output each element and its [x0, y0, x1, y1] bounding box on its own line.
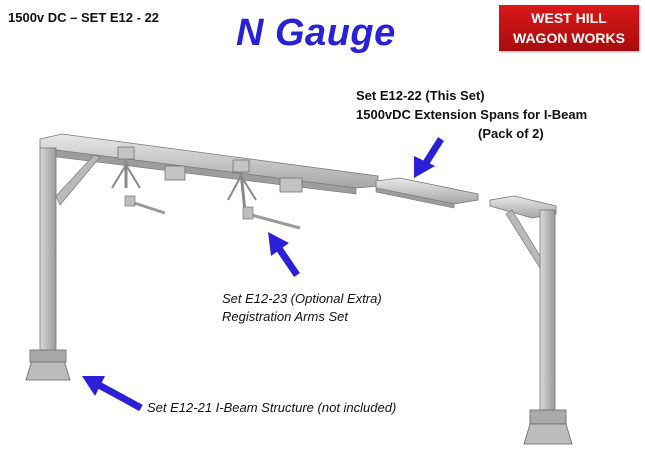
logo-line-1: WEST HILL [531, 10, 607, 26]
registration-arm-2 [227, 159, 303, 230]
brand-logo: WEST HILL WAGON WORKS [499, 5, 639, 51]
this-set-line-2: 1500vDC Extension Spans for I-Beam [356, 107, 588, 122]
this-set-label: Set E12-22 (This Set) 1500vDC Extension … [356, 86, 587, 143]
extension-span [375, 177, 479, 209]
arrow-to-extension [414, 137, 444, 178]
registration-arm-1 [111, 146, 186, 215]
arrow-to-registration-arm [268, 232, 300, 277]
right-structure [489, 195, 573, 445]
left-structure [25, 133, 379, 381]
logo-line-2: WAGON WORKS [513, 30, 625, 46]
structure-label: Set E12-21 I-Beam Structure (not include… [147, 400, 397, 415]
page-title: N Gauge [236, 12, 396, 54]
set-code-label: 1500v DC – SET E12 - 22 [8, 10, 160, 25]
this-set-line-3: (Pack of 2) [478, 126, 544, 141]
this-set-line-1: Set E12-22 (This Set) [356, 88, 485, 103]
optional-line-2: Registration Arms Set [222, 309, 348, 324]
arrow-to-structure [82, 376, 143, 412]
optional-line-1: Set E12-23 (Optional Extra) [222, 291, 382, 306]
optional-extra-label: Set E12-23 (Optional Extra) Registration… [222, 290, 382, 326]
